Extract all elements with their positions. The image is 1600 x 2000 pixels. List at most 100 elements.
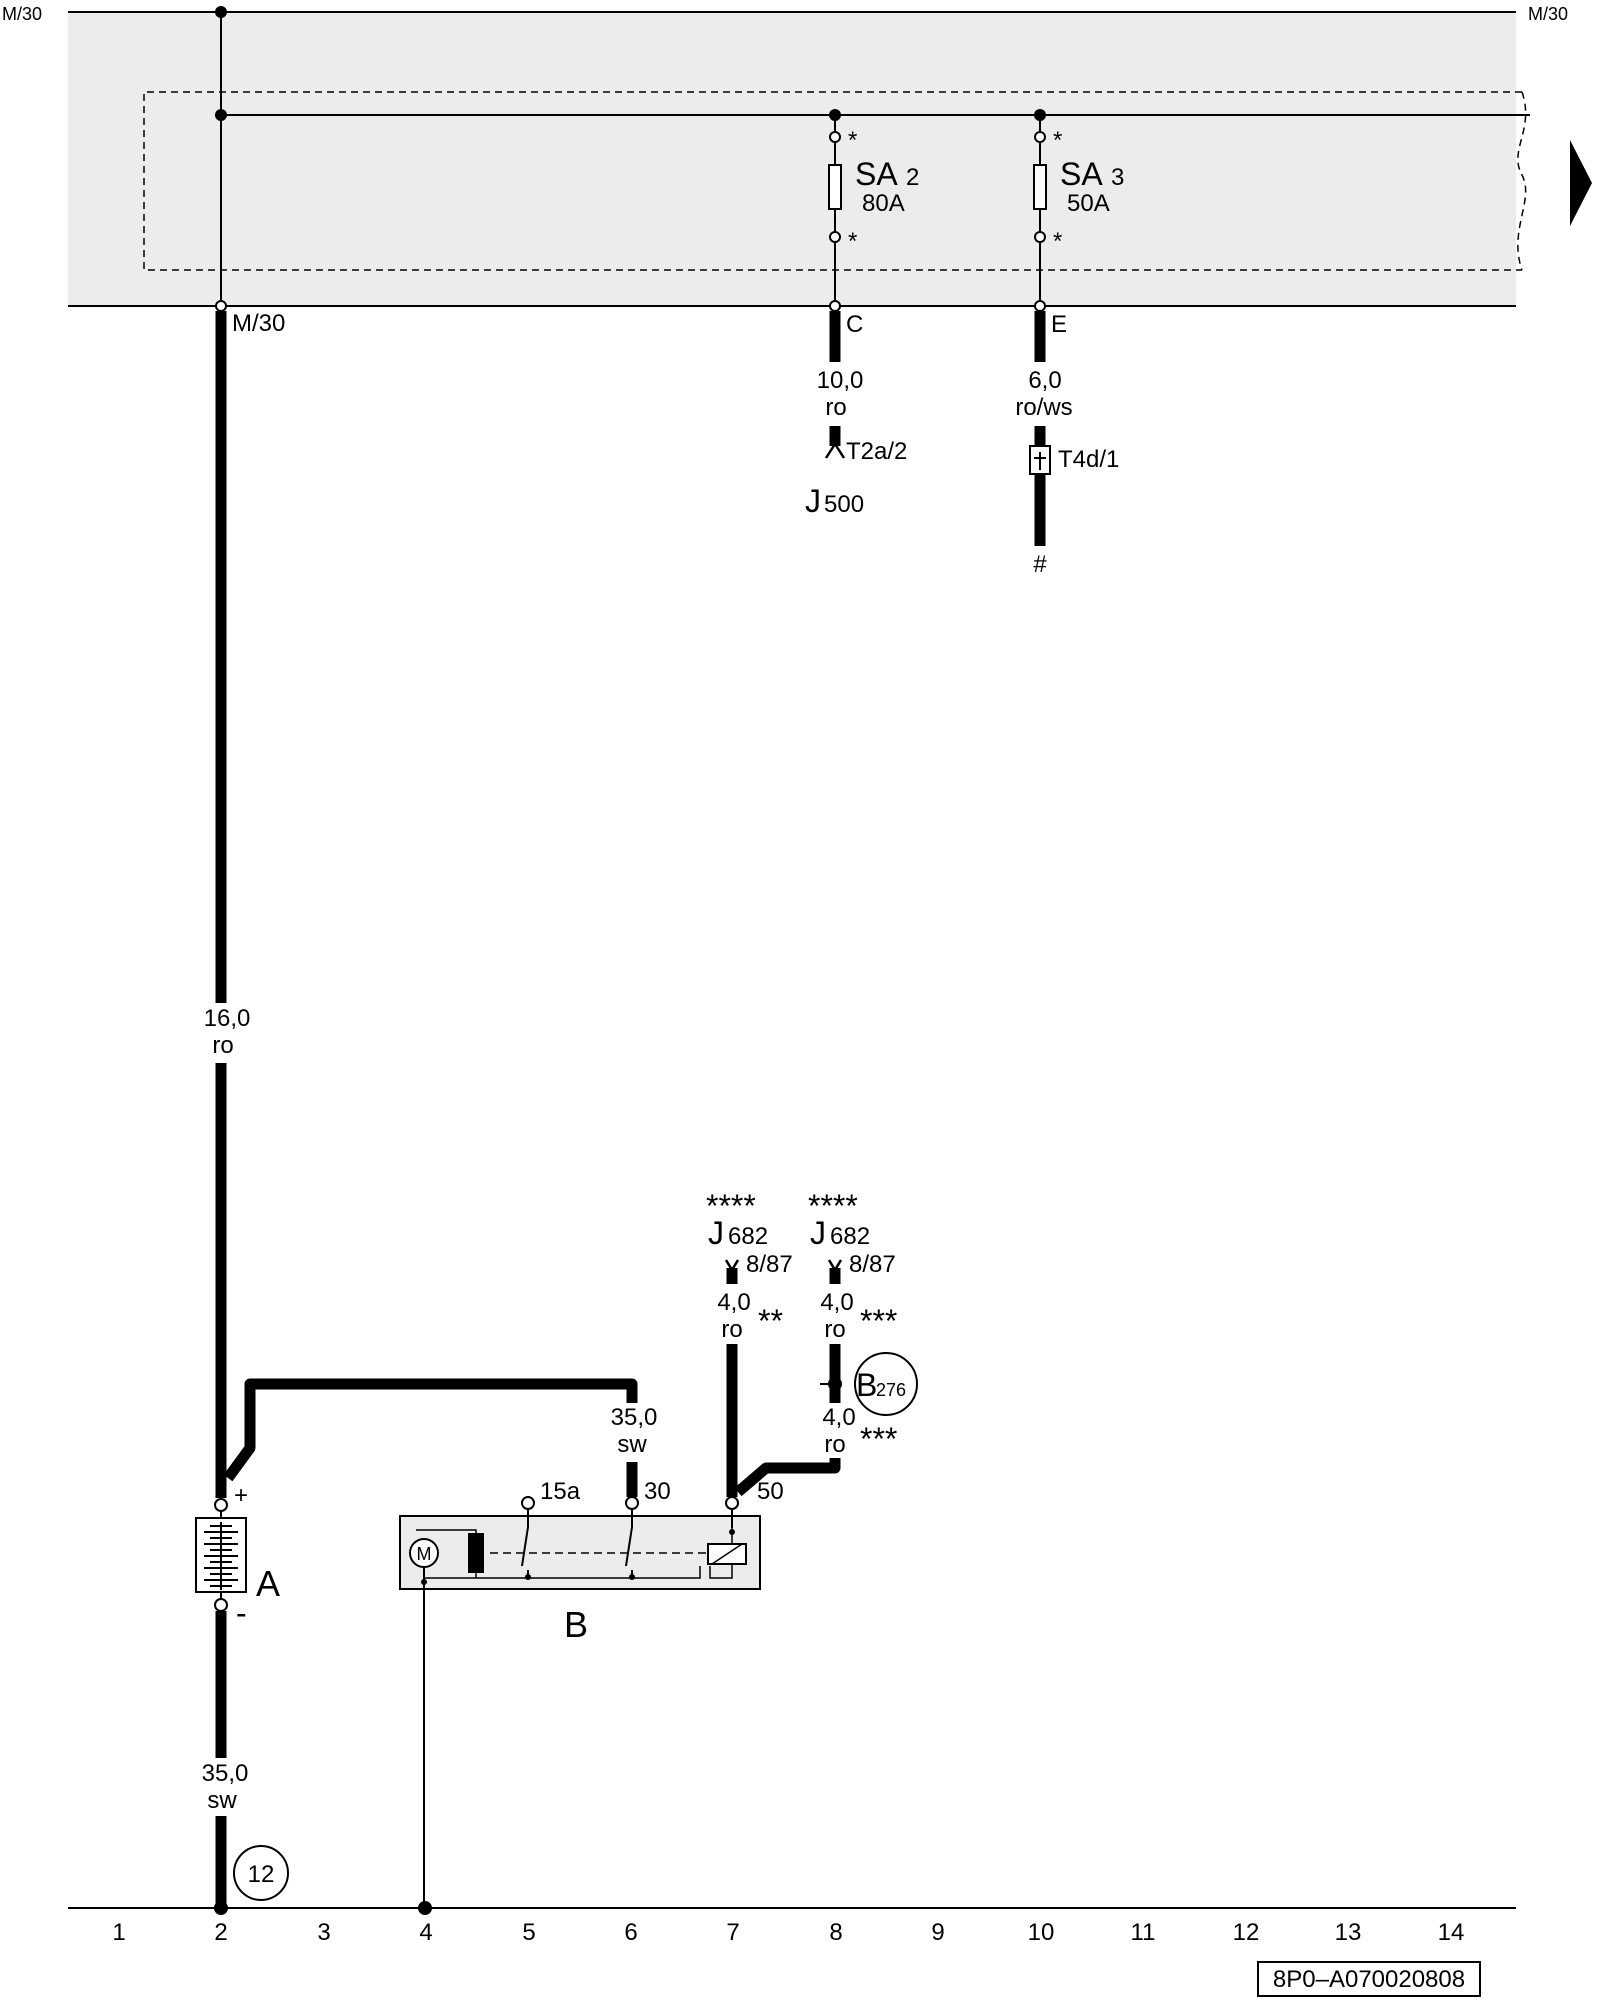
continuation-hash: # — [1033, 551, 1047, 578]
ground-wire-label-bg — [190, 1758, 252, 1816]
battery-plates — [204, 1522, 238, 1590]
bus-label-right: M/30 — [1528, 4, 1568, 24]
starter-label: B — [564, 1604, 588, 1645]
connector-t4d-label: T4d/1 — [1058, 446, 1119, 473]
b276-letter: B — [856, 1367, 877, 1403]
fuse-holder-break — [1517, 91, 1527, 271]
starter-50-label: 50 — [757, 1478, 784, 1505]
fuse-sa3-terminal — [1034, 300, 1046, 312]
relay-right-stars: **** — [808, 1188, 858, 1224]
relay-left-stars: **** — [706, 1188, 756, 1224]
fuse-sa2-body — [828, 164, 842, 210]
relay-right-pin-label: 8/87 — [849, 1251, 896, 1278]
wire-relay-right2-color: ro — [824, 1431, 845, 1458]
fuse-panel-band — [68, 12, 1516, 306]
grid-number-12: 12 — [1233, 1919, 1260, 1946]
fuse-holder-outline — [143, 91, 1522, 271]
j500-number: 500 — [824, 491, 864, 518]
b276-number: 276 — [876, 1380, 906, 1400]
ground-wire-color: sw — [207, 1787, 237, 1814]
b276-junction — [828, 1377, 842, 1391]
m30-terminal — [215, 300, 227, 312]
fuse-sa2[interactable]: * * SA 2 80A C — [828, 109, 919, 338]
wire-relay-right2-size: 4,0 — [822, 1404, 855, 1431]
wire-e-color: ro/ws — [1015, 394, 1072, 421]
fuse-sa2-star-top: * — [848, 127, 857, 154]
ground-point-badge — [233, 1845, 289, 1901]
wire-relay-left-size: 4,0 — [717, 1289, 750, 1316]
starter-switch-15a-dot — [525, 1574, 531, 1580]
grid-number-1: 1 — [112, 1919, 125, 1946]
starter-wire-label-bg — [600, 1403, 664, 1459]
relay-right-number: 682 — [830, 1223, 870, 1250]
battery-a[interactable]: + - A — [195, 1482, 280, 1631]
wire-relay-left-note: ** — [758, 1303, 783, 1339]
starter-internal-wiring — [416, 1529, 733, 1579]
doc-id-box — [1257, 1961, 1481, 1997]
battery-label: A — [256, 1563, 280, 1604]
grid-number-8: 8 — [829, 1919, 842, 1946]
fuse-sa2-pin-top — [829, 131, 841, 143]
main-wire-color: ro — [212, 1032, 233, 1059]
grid-number-2: 2 — [214, 1919, 227, 1946]
doc-id: 8P0–A070020808 — [1273, 1966, 1465, 1993]
grid-numbers: 1 2 3 4 5 6 7 8 9 10 11 12 13 14 — [112, 1919, 1464, 1946]
ground-junction-col2 — [214, 1901, 228, 1915]
starter-field-winding — [468, 1533, 484, 1573]
fuse-sa3-body — [1033, 164, 1047, 210]
fuse-sa3-terminal-label: E — [1051, 311, 1067, 338]
bus-junction-busbar — [215, 109, 227, 121]
starter-b[interactable]: 15a 30 50 M B — [399, 1478, 784, 1645]
starter-30-terminal — [625, 1496, 639, 1510]
bus-label-left: M/30 — [2, 4, 42, 24]
ground-wire-size: 35,0 — [202, 1760, 249, 1787]
starter-15a-label: 15a — [540, 1478, 581, 1505]
fuse-sa2-terminal — [829, 300, 841, 312]
grid-number-3: 3 — [317, 1919, 330, 1946]
grid-number-9: 9 — [931, 1919, 944, 1946]
j500-letter: J — [805, 483, 821, 519]
fuse-sa3-star-top: * — [1053, 127, 1062, 154]
starter-30-label: 30 — [644, 1478, 671, 1505]
starter-switch-30-dot — [629, 1574, 635, 1580]
wire-e-size: 6,0 — [1028, 367, 1061, 394]
wire-relay-right-to-50[interactable] — [734, 1458, 841, 1497]
battery-minus-sign: - — [236, 1595, 247, 1631]
battery-plus-sign: + — [234, 1482, 248, 1509]
m30-terminal-label: M/30 — [232, 310, 285, 337]
fuse-sa2-terminal-label: C — [846, 311, 863, 338]
fuse-sa3-pin-bottom — [1034, 231, 1046, 243]
fuse-sa3-number: 3 — [1111, 164, 1124, 191]
grid-number-6: 6 — [624, 1919, 637, 1946]
grid-number-13: 13 — [1335, 1919, 1362, 1946]
grid-number-14: 14 — [1438, 1919, 1465, 1946]
main-wire-label-bg — [195, 1003, 247, 1063]
starter-solenoid-diag — [711, 1543, 743, 1565]
bus-junction-top — [215, 6, 227, 18]
relay-left-pin-label: 8/87 — [746, 1251, 793, 1278]
grid-number-11: 11 — [1131, 1919, 1156, 1946]
battery-minus-terminal — [214, 1598, 228, 1612]
relay-right-letter: J — [810, 1215, 826, 1251]
starter-wire-size: 35,0 — [611, 1404, 658, 1431]
fuse-sa3-pin-top — [1034, 131, 1046, 143]
connector-t4d-pin — [1034, 452, 1046, 470]
continuation-arrow-icon[interactable] — [1570, 140, 1592, 226]
ground-junction-col4 — [418, 1901, 432, 1915]
wire-battery-to-starter[interactable] — [223, 1378, 638, 1482]
connector-t2a-label: T2a/2 — [846, 438, 907, 465]
fuse-sa2-pin-bottom — [829, 231, 841, 243]
fuse-sa3[interactable]: * * SA 3 50A E — [1033, 109, 1124, 338]
grid-number-4: 4 — [419, 1919, 432, 1946]
ground-point-number: 12 — [248, 1861, 275, 1888]
wire-c-color: ro — [825, 394, 846, 421]
starter-ground-internal-dot — [421, 1579, 427, 1585]
starter-solenoid-dot — [729, 1529, 735, 1535]
b276-badge — [854, 1352, 918, 1416]
wire-relay-right2-note: *** — [860, 1421, 897, 1457]
wire-relay-right-note: *** — [860, 1303, 897, 1339]
grid-number-10: 10 — [1028, 1919, 1055, 1946]
fuse-sa3-name: SA — [1060, 156, 1103, 192]
grid-number-5: 5 — [522, 1919, 535, 1946]
